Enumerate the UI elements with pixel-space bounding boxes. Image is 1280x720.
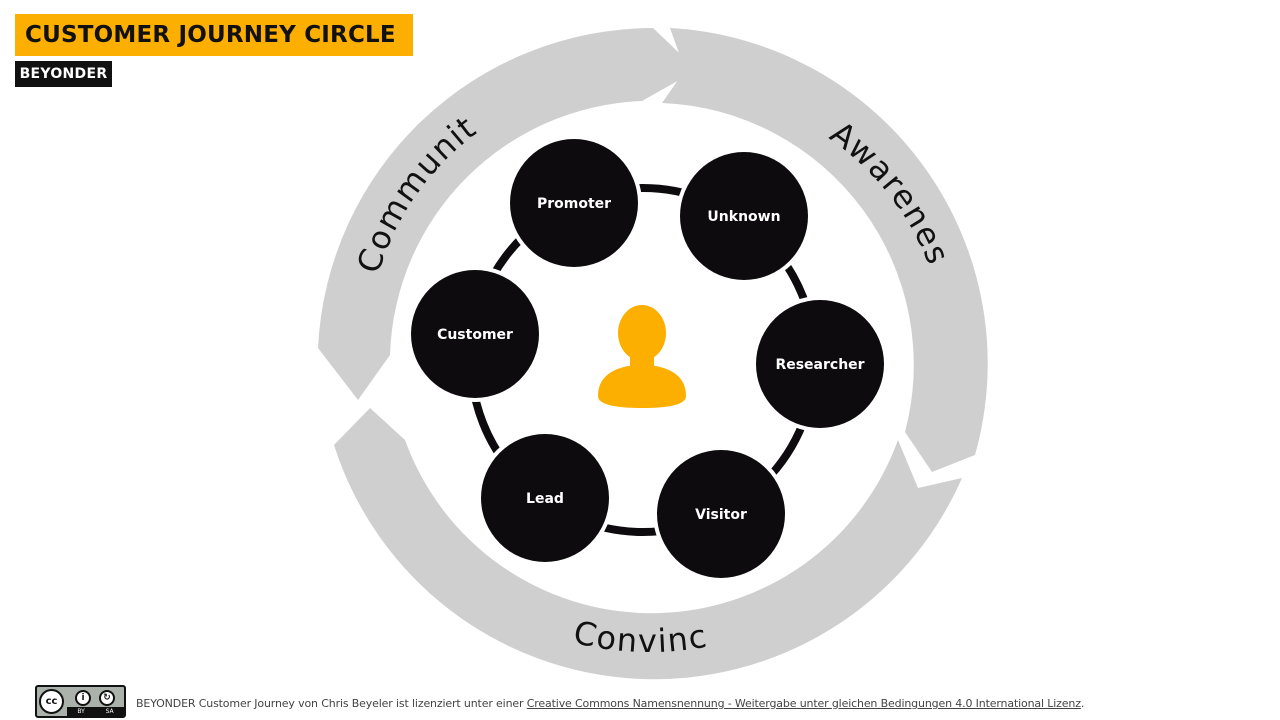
node-visitor: Visitor	[653, 446, 789, 582]
license-prefix: BEYONDER Customer Journey von Chris Beye…	[136, 697, 527, 710]
node-lead: Lead	[477, 430, 613, 566]
node-promoter: Promoter	[506, 135, 642, 271]
convince-segment	[334, 408, 962, 680]
page-title: CUSTOMER JOURNEY CIRCLE	[25, 22, 396, 48]
node-researcher: Researcher	[752, 296, 888, 432]
node-label-lead: Lead	[526, 491, 564, 507]
node-unknown: Unknown	[676, 148, 812, 284]
footer: cc i ↻ BY SA BEYONDER Customer Journey v…	[0, 685, 1280, 720]
cc-strip: BY SA	[67, 707, 124, 716]
cc-by-sa-icon[interactable]: cc i ↻ BY SA	[35, 685, 126, 718]
attribution-icon: i	[75, 690, 91, 706]
cc-by-label: BY	[77, 708, 85, 715]
brand-logo: BEYONDER	[15, 61, 112, 87]
cc-icon: cc	[39, 689, 64, 714]
share-alike-icon: ↻	[99, 690, 115, 706]
node-label-customer: Customer	[437, 327, 513, 343]
community-segment	[318, 28, 697, 400]
license-suffix: .	[1080, 697, 1085, 710]
stage-ring	[318, 28, 988, 680]
node-label-unknown: Unknown	[707, 209, 780, 225]
node-label-researcher: Researcher	[775, 357, 864, 373]
title-banner: CUSTOMER JOURNEY CIRCLE	[15, 14, 413, 56]
node-label-visitor: Visitor	[695, 507, 747, 523]
license-notice: BEYONDER Customer Journey von Chris Beye…	[136, 697, 1084, 710]
awareness-segment	[662, 28, 988, 472]
person-icon	[598, 305, 686, 408]
cc-sa-label: SA	[105, 708, 114, 715]
node-customer: Customer	[407, 266, 543, 402]
license-link[interactable]: Creative Commons Namensnennung - Weiterg…	[526, 697, 1081, 710]
node-label-promoter: Promoter	[537, 196, 611, 212]
